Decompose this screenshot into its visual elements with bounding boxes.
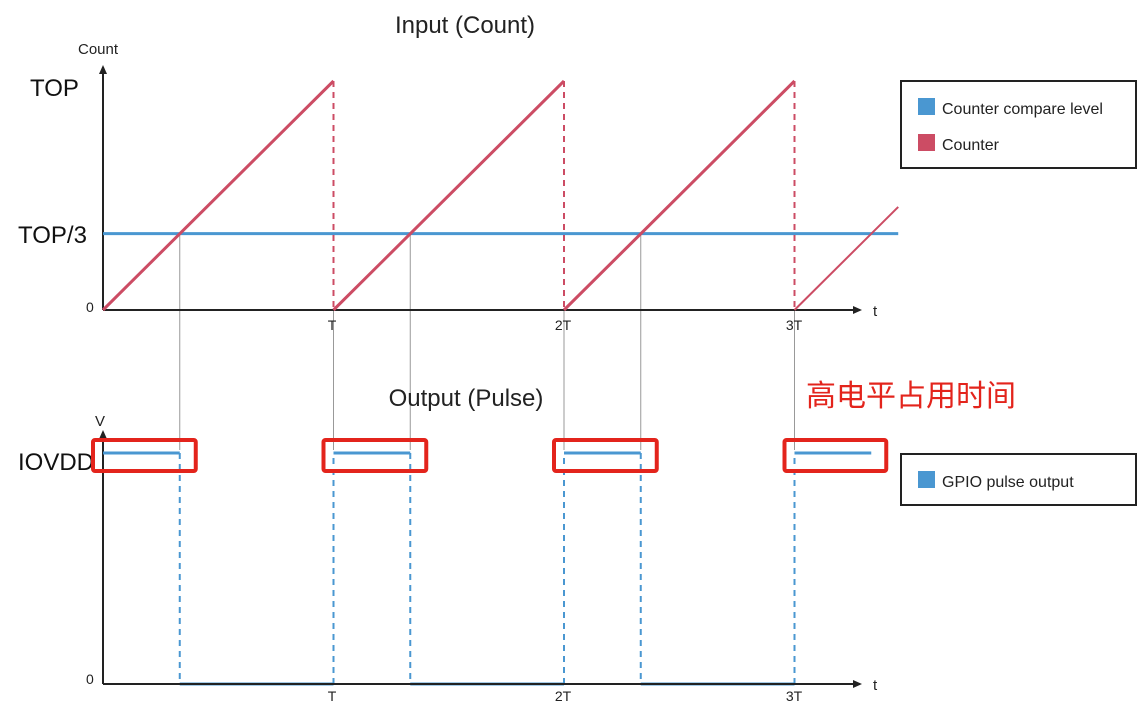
input-guides (179, 233, 795, 450)
legend-compare-label: Counter compare level (942, 101, 1103, 118)
output-zero-label: 0 (86, 671, 94, 687)
input-chart-title: Input (Count) (395, 12, 535, 39)
legend-compare-swatch (918, 98, 935, 115)
counter-ramp (793, 206, 899, 311)
input-tick-t: T (328, 317, 337, 333)
output-series (103, 451, 872, 686)
legend-pulse-label: GPIO pulse output (942, 474, 1074, 491)
level-third-label: TOP/3 (18, 222, 87, 249)
legend-counter-label: Counter (942, 137, 1000, 154)
counter-ramp (562, 79, 796, 312)
input-legend-box (900, 80, 1137, 169)
legend-counter-swatch (918, 134, 935, 151)
input-tick-3t: 3T (786, 317, 803, 333)
output-x-axis-label: t (873, 677, 878, 694)
level-iovdd-label: IOVDD (18, 449, 94, 476)
input-series (101, 79, 899, 312)
output-legend-box (900, 453, 1137, 506)
high-level-highlights (91, 438, 889, 473)
legend-pulse-swatch (918, 471, 935, 488)
high-level-highlight-box (552, 438, 659, 473)
high-level-highlight-box (321, 438, 429, 473)
input-x-axis-label: t (873, 303, 878, 320)
counter-ramp (332, 79, 566, 312)
level-top-label: TOP (30, 75, 79, 102)
input-zero-label: 0 (86, 299, 94, 315)
output-tick-t: T (328, 688, 337, 704)
output-tick-3t: 3T (786, 688, 803, 704)
input-tick-2t: 2T (555, 317, 572, 333)
counter-ramp (101, 79, 335, 312)
high-level-annotation: 高电平占用时间 (806, 380, 1016, 413)
output-chart-title: Output (Pulse) (389, 385, 544, 412)
high-level-highlight-box (91, 438, 198, 473)
output-tick-2t: 2T (555, 688, 572, 704)
output-y-axis-label: V (95, 413, 105, 430)
high-level-highlight-box (782, 438, 889, 473)
input-y-axis-label: Count (78, 41, 119, 58)
